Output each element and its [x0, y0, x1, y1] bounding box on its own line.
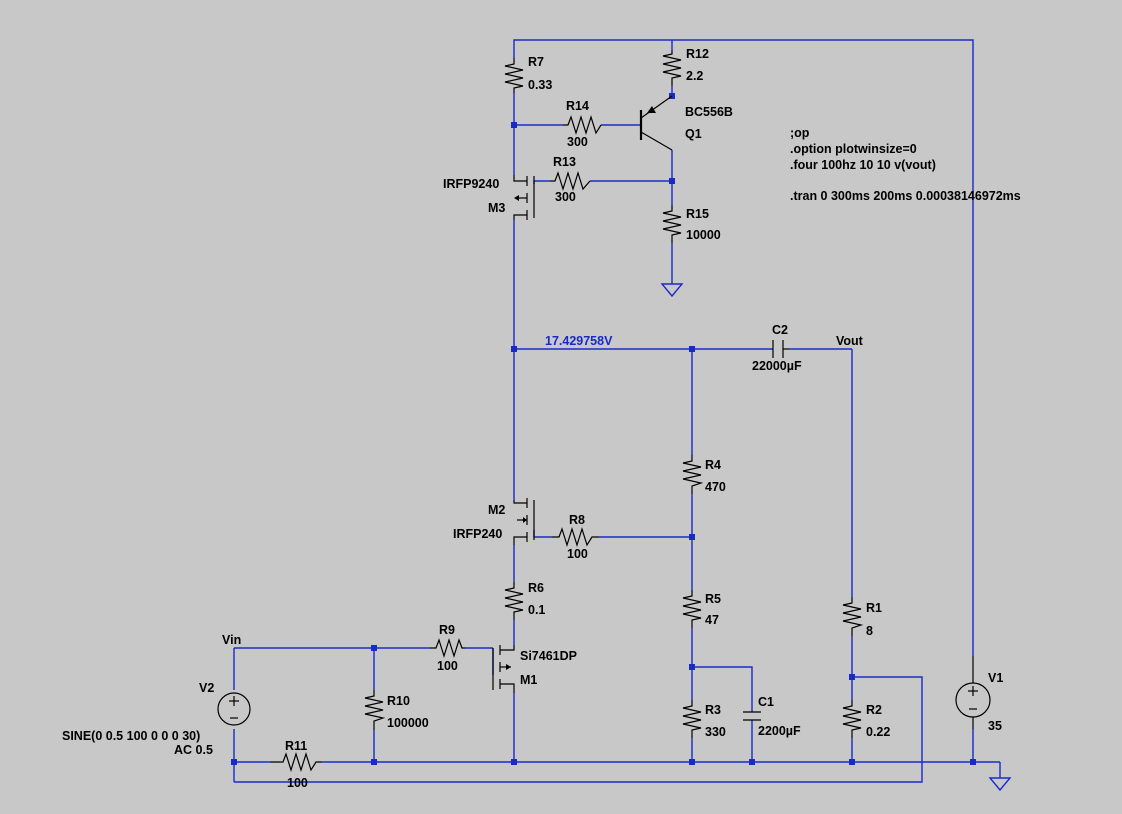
capacitor-c1[interactable]: C1 2200µF: [743, 695, 801, 738]
spice-directives: ;op .option plotwinsize=0 .four 100hz 10…: [790, 126, 1021, 203]
directive-tran: .tran 0 300ms 200ms 0.00038146972ms: [790, 189, 1021, 203]
r4-value: 470: [705, 480, 726, 494]
resistor-r15[interactable]: R15 10000: [662, 205, 721, 243]
m1-model: Si7461DP: [520, 649, 577, 663]
r2-value: 0.22: [866, 725, 890, 739]
r2-name: R2: [866, 703, 882, 717]
r4-name: R4: [705, 458, 721, 472]
r3-value: 330: [705, 725, 726, 739]
resistor-r7[interactable]: R7 0.33: [504, 55, 552, 93]
directive-four: .four 100hz 10 10 v(vout): [790, 158, 936, 172]
vout-label: Vout: [836, 334, 864, 348]
resistor-r10[interactable]: R10 100000: [364, 690, 429, 730]
v1-value: 35: [988, 719, 1002, 733]
ground-icon: [660, 283, 684, 298]
resistor-r14[interactable]: R14 300: [563, 99, 602, 149]
r9-value: 100: [437, 659, 458, 673]
r7-value: 0.33: [528, 78, 552, 92]
r15-value: 10000: [686, 228, 721, 242]
capacitor-c2[interactable]: C2 22000µF: [752, 323, 802, 373]
c2-name: C2: [772, 323, 788, 337]
q1-model: BC556B: [685, 105, 733, 119]
resistor-r9[interactable]: R9 100: [430, 623, 465, 673]
directive-option: .option plotwinsize=0: [790, 142, 917, 156]
resistor-r4[interactable]: R4 470: [682, 455, 726, 494]
resistor-r2[interactable]: R2 0.22: [842, 700, 890, 739]
r12-name: R12: [686, 47, 709, 61]
v1-name: V1: [988, 671, 1003, 685]
r7-name: R7: [528, 55, 544, 69]
resistor-r6[interactable]: R6 0.1: [504, 581, 545, 620]
r14-value: 300: [567, 135, 588, 149]
r5-name: R5: [705, 592, 721, 606]
r10-value: 100000: [387, 716, 429, 730]
q1-name: Q1: [685, 127, 702, 141]
m3-name: M3: [488, 201, 505, 215]
r15-name: R15: [686, 207, 709, 221]
resistor-r3[interactable]: R3 330: [682, 700, 726, 739]
r11-name: R11: [285, 739, 307, 753]
resistor-r13[interactable]: R13 300: [550, 155, 591, 204]
r5-value: 47: [705, 613, 719, 627]
vin-label: Vin: [222, 633, 241, 647]
ground-icon: [988, 777, 1012, 792]
r14-name: R14: [566, 99, 589, 113]
c2-value: 22000µF: [752, 359, 802, 373]
r1-value: 8: [866, 624, 873, 638]
v2-function: SINE(0 0.5 100 0 0 0 30): [62, 729, 200, 743]
r1-name: R1: [866, 601, 882, 615]
voltage-source-v2[interactable]: V2 SINE(0 0.5 100 0 0 0 30) AC 0.5: [62, 681, 251, 757]
resistor-r8[interactable]: R8 100: [552, 513, 599, 561]
r8-name: R8: [569, 513, 585, 527]
m2-name: M2: [488, 503, 505, 517]
r13-name: R13: [553, 155, 576, 169]
v2-name: V2: [199, 681, 214, 695]
mosfet-m3[interactable]: IRFP9240 M3: [443, 175, 535, 220]
r12-value: 2.2: [686, 69, 703, 83]
mosfet-m1[interactable]: Si7461DP M1: [492, 645, 577, 693]
voltage-source-v1[interactable]: V1 35: [955, 656, 1003, 733]
resistor-r1[interactable]: R1 8: [842, 597, 882, 638]
c1-value: 2200µF: [758, 724, 801, 738]
v2-ac: AC 0.5: [174, 743, 213, 757]
resistor-r11[interactable]: R11 100: [270, 739, 322, 790]
resistor-r12[interactable]: R12 2.2: [662, 47, 709, 86]
node-voltage-label: 17.429758V: [545, 334, 613, 348]
transistor-q1[interactable]: BC556B Q1: [639, 95, 733, 151]
resistor-r5[interactable]: R5 47: [682, 590, 721, 628]
m1-name: M1: [520, 673, 537, 687]
mosfet-m2[interactable]: M2 IRFP240: [453, 498, 535, 545]
c1-name: C1: [758, 695, 774, 709]
r3-name: R3: [705, 703, 721, 717]
r10-name: R10: [387, 694, 410, 708]
r13-value: 300: [555, 190, 576, 204]
r8-value: 100: [567, 547, 588, 561]
directive-op: ;op: [790, 126, 810, 140]
wires: [233, 39, 1001, 783]
r9-name: R9: [439, 623, 455, 637]
r6-value: 0.1: [528, 603, 545, 617]
m3-model: IRFP9240: [443, 177, 499, 191]
m2-model: IRFP240: [453, 527, 502, 541]
r6-name: R6: [528, 581, 544, 595]
r11-value: 100: [287, 776, 308, 790]
